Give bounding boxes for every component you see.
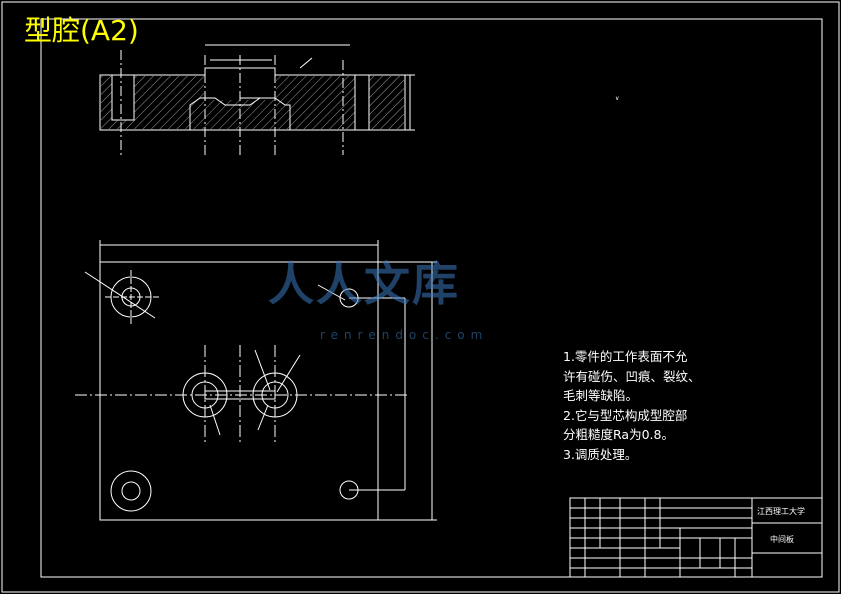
plan-view [75, 240, 437, 521]
note-line: 1.零件的工作表面不允 [563, 349, 688, 364]
drawing-frame [40, 18, 823, 578]
watermark-url: renrendoc.com [320, 328, 489, 342]
note-line: 3.调质处理。 [563, 446, 638, 462]
guide-hole-bottom-inner [121, 481, 141, 501]
note-line: 分粗糙度Ra为0.8。 [563, 427, 674, 442]
title-block-part-name: 中间板 [770, 535, 794, 544]
section-view [99, 44, 415, 155]
note-line: 许有碰伤、凹痕、裂纹、 [563, 368, 701, 384]
note-line: 毛刺等缺陷。 [563, 388, 639, 403]
plate-outline [99, 261, 379, 521]
guide-hole-bottom-outer [110, 470, 152, 512]
drawing-title: 型腔(A2) [24, 14, 139, 47]
note-line: 2.它与型芯构成型腔部 [563, 407, 688, 423]
technical-requirements: 1.零件的工作表面不允 许有碰伤、凹痕、裂纹、 毛刺等缺陷。 2.它与型芯构成型… [563, 347, 701, 464]
title-block [569, 497, 823, 578]
roughness-mark: ∨ [615, 95, 619, 102]
title-block-school: 江西理工大学 [757, 507, 805, 516]
screw-hole-top-right [339, 288, 359, 308]
watermark-logo-text: 人人文库 [268, 257, 460, 311]
